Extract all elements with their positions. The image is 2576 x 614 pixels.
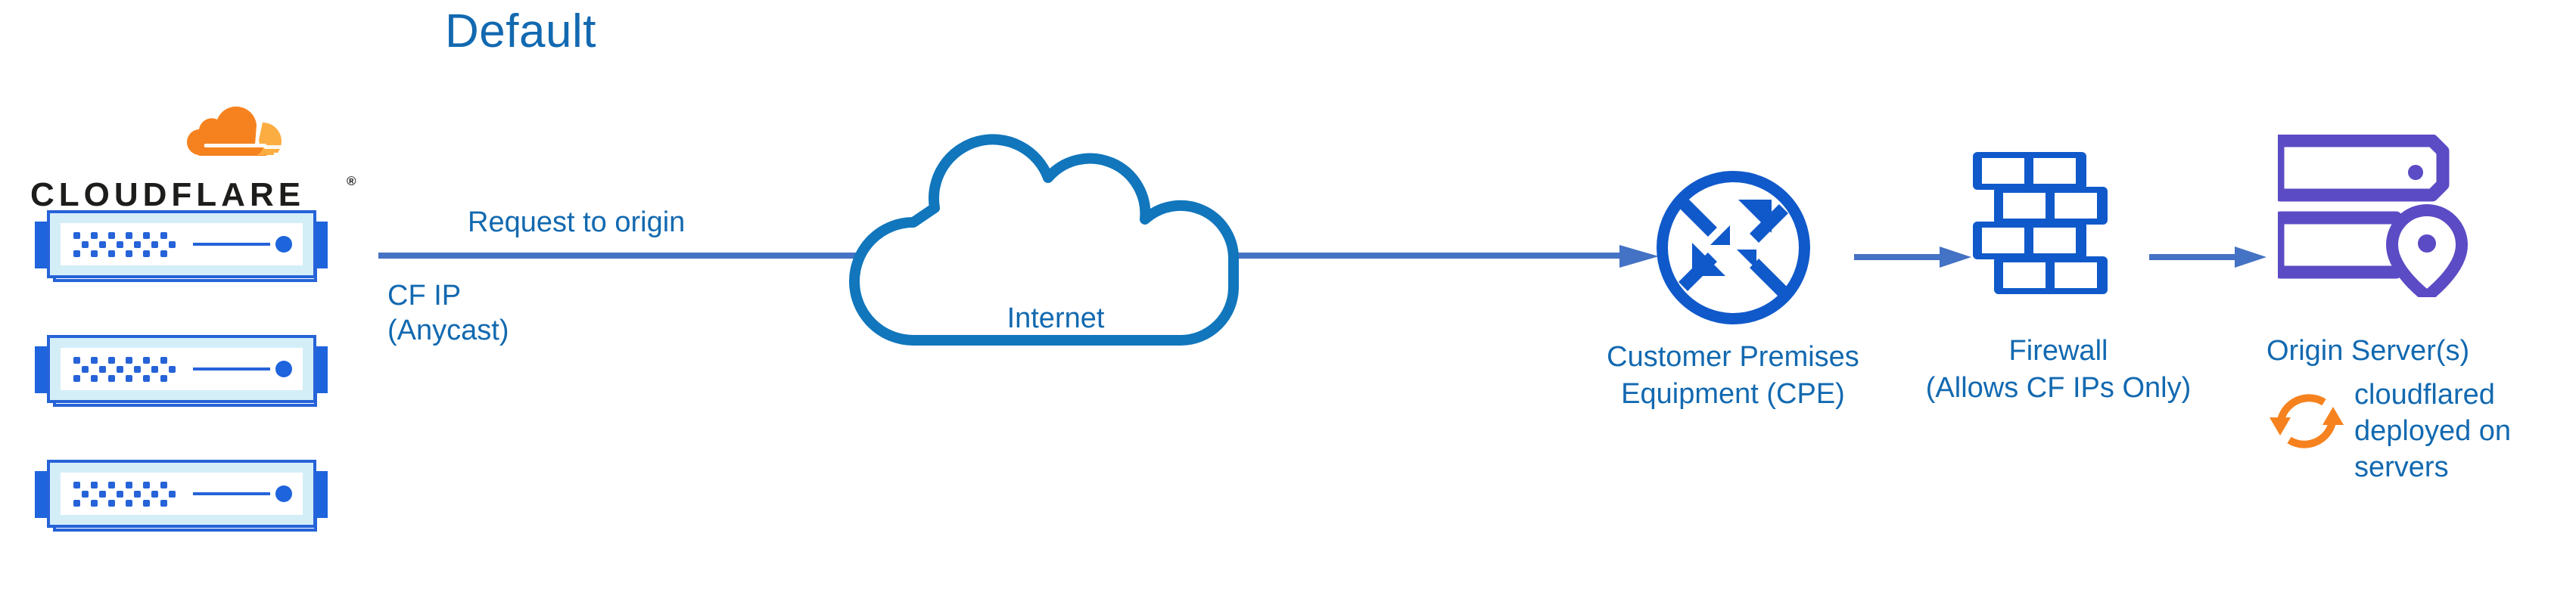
cf-ip-line-2: (Anycast)	[387, 315, 509, 346]
internet-label: Internet	[1006, 302, 1105, 334]
cloudflare-server-unit-2	[23, 333, 341, 416]
cloudflared-note-text: cloudflared deployed on servers	[2354, 377, 2574, 485]
origin-server-label: Origin Server(s)	[2266, 335, 2470, 367]
cf-ip-line-1: CF IP	[387, 280, 462, 312]
cloudflare-brand-block: CLOUDFLARE ®	[30, 98, 356, 213]
server-location-pin-icon	[2271, 134, 2478, 302]
cloudflare-server-unit-3	[23, 457, 341, 541]
firewall-label-line-2: (Allows CF IPs Only)	[1925, 372, 2192, 404]
sync-refresh-icon	[2266, 381, 2347, 461]
cpe-label-line-1: Customer Premises	[1607, 341, 1859, 373]
cloud-icon	[821, 106, 1290, 355]
arrow-firewall-to-origin	[2149, 242, 2270, 272]
request-to-origin-label: Request to origin	[468, 206, 686, 238]
cpe-label-line-2: Equipment (CPE)	[1621, 378, 1845, 410]
cloudflare-wordmark: CLOUDFLARE	[30, 176, 306, 213]
page-title: Default	[445, 5, 596, 57]
cloudflare-cloud-logo-icon	[178, 100, 306, 168]
registered-trademark-symbol: ®	[347, 174, 356, 188]
firewall-label: Firewall (Allows CF IPs Only)	[1899, 333, 2217, 407]
cf-ip-anycast-label: CF IP (Anycast)	[387, 278, 509, 348]
firewall-node	[1960, 147, 2142, 299]
brick-wall-icon	[1971, 147, 2130, 299]
firewall-label-line-1: Firewall	[2008, 335, 2108, 367]
cpe-node	[1627, 166, 1839, 329]
cloudflared-text-line-3: servers	[2354, 451, 2449, 483]
cloudflare-server-unit-1	[23, 208, 341, 291]
cpe-label: Customer Premises Equipment (CPE)	[1555, 339, 1911, 413]
cloudflared-text-line-1: cloudflared	[2354, 379, 2495, 411]
arrow-cpe-to-firewall	[1854, 242, 1975, 272]
origin-server-node	[2271, 134, 2505, 302]
router-icon	[1652, 166, 1815, 329]
cloudflared-text-line-2: deployed on	[2354, 415, 2512, 447]
